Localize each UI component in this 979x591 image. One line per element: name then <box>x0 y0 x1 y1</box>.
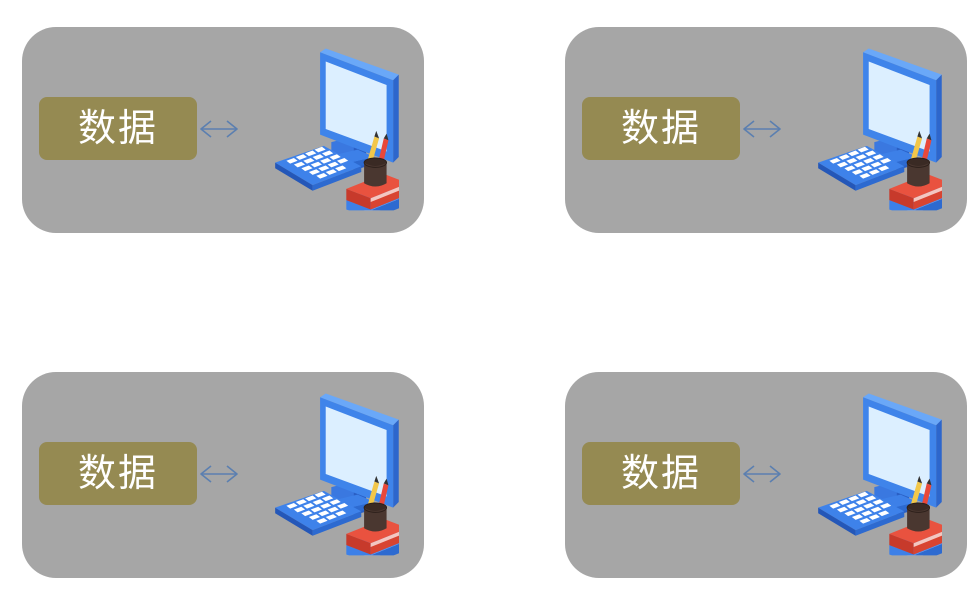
data-label: 数据 <box>39 442 197 505</box>
data-label: 数据 <box>582 442 740 505</box>
computer-desk-icon <box>244 41 399 216</box>
data-panel-bottom-left: 数据 <box>22 372 424 578</box>
data-panel-bottom-right: 数据 <box>565 372 967 578</box>
bidirectional-arrow-icon <box>198 118 240 140</box>
computer-desk-icon <box>244 386 399 561</box>
bidirectional-arrow-icon <box>198 463 240 485</box>
computer-desk-icon <box>787 41 942 216</box>
data-panel-top-left: 数据 <box>22 27 424 233</box>
data-label: 数据 <box>39 97 197 160</box>
data-label: 数据 <box>582 97 740 160</box>
bidirectional-arrow-icon <box>741 118 783 140</box>
data-panel-top-right: 数据 <box>565 27 967 233</box>
bidirectional-arrow-icon <box>741 463 783 485</box>
computer-desk-icon <box>787 386 942 561</box>
